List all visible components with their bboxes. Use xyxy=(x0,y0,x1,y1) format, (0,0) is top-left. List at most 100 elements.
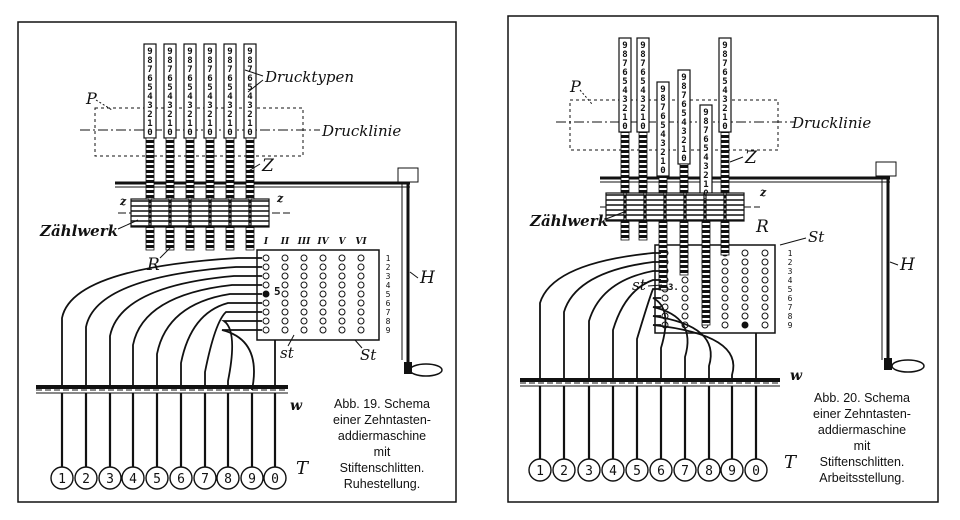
counter-gear xyxy=(665,192,685,222)
label-St: St xyxy=(360,346,377,364)
row-number: 8 xyxy=(788,312,793,321)
type-digit: 5 xyxy=(187,83,192,93)
key-lever-wire xyxy=(221,320,262,387)
key-cap[interactable] xyxy=(74,466,98,490)
key-cap[interactable] xyxy=(240,466,264,490)
type-digit: 7 xyxy=(622,59,627,69)
key-cap[interactable] xyxy=(744,458,768,482)
type-digit: 5 xyxy=(660,121,665,131)
key-cap[interactable] xyxy=(720,458,744,482)
type-digit: 8 xyxy=(147,56,152,66)
key-6[interactable]: 6 xyxy=(169,393,193,490)
key-1[interactable]: 1 xyxy=(528,386,552,482)
pin xyxy=(300,308,308,316)
pin xyxy=(319,326,327,334)
column-header: I xyxy=(263,237,269,247)
caption-line: Stiftenschlitten. xyxy=(340,461,425,475)
counter-gear xyxy=(705,192,725,222)
key-label: 3 xyxy=(106,472,114,487)
pin xyxy=(357,281,365,289)
type-digit: 9 xyxy=(247,47,252,57)
type-digit: 5 xyxy=(227,83,232,93)
key-cap[interactable] xyxy=(625,458,649,482)
key-1[interactable]: 1 xyxy=(50,393,74,490)
caption-line: addiermaschine xyxy=(338,429,426,443)
key-cap[interactable] xyxy=(145,466,169,490)
type-digit: 7 xyxy=(703,126,708,136)
key-cap[interactable] xyxy=(50,466,74,490)
pin xyxy=(300,272,308,280)
pin xyxy=(281,254,289,262)
type-digit: 1 xyxy=(227,119,232,129)
key-0[interactable]: 0 xyxy=(263,393,287,490)
pin xyxy=(741,312,749,320)
key-9[interactable]: 9 xyxy=(720,386,744,482)
type-digit: 9 xyxy=(207,47,212,57)
key-8[interactable]: 8 xyxy=(697,386,721,482)
type-digit: 2 xyxy=(681,136,686,146)
key-7[interactable]: 7 xyxy=(193,393,217,490)
key-6[interactable]: 6 xyxy=(649,386,673,482)
label-R: R xyxy=(146,255,160,275)
pin xyxy=(357,326,365,334)
key-4[interactable]: 4 xyxy=(121,393,145,490)
pin xyxy=(262,272,270,280)
label-z-right: z xyxy=(276,192,284,205)
key-9[interactable]: 9 xyxy=(240,393,264,490)
key-4[interactable]: 4 xyxy=(601,386,625,482)
key-8[interactable]: 8 xyxy=(216,393,240,490)
key-2[interactable]: 2 xyxy=(552,386,576,482)
key-3[interactable]: 3 xyxy=(577,386,601,482)
key-cap[interactable] xyxy=(577,458,601,482)
type-digit: 8 xyxy=(227,56,232,66)
pin xyxy=(721,321,729,329)
key-cap[interactable] xyxy=(121,466,145,490)
key-cap[interactable] xyxy=(263,466,287,490)
key-lever-wires xyxy=(61,257,276,391)
type-digit: 1 xyxy=(147,119,152,129)
key-cap[interactable] xyxy=(649,458,673,482)
type-digit: 7 xyxy=(207,65,212,75)
label-st: st xyxy=(632,276,647,294)
label-drucklinie: Drucklinie xyxy=(791,114,871,132)
key-cap[interactable] xyxy=(673,458,697,482)
key-cap[interactable] xyxy=(601,458,625,482)
type-digit: 1 xyxy=(187,119,192,129)
key-cap[interactable] xyxy=(697,458,721,482)
key-5[interactable]: 5 xyxy=(625,386,649,482)
key-5[interactable]: 5 xyxy=(145,393,169,490)
type-digit: 9 xyxy=(640,41,645,51)
key-cap[interactable] xyxy=(552,458,576,482)
key-cap[interactable] xyxy=(193,466,217,490)
pin xyxy=(300,263,308,271)
key-3[interactable]: 3 xyxy=(98,393,122,490)
pin xyxy=(357,290,365,298)
key-2[interactable]: 2 xyxy=(74,393,98,490)
counter-gear xyxy=(130,198,150,228)
label-zahlwerk: Zählwerk xyxy=(529,212,608,230)
pin xyxy=(281,290,289,298)
print-area-box xyxy=(569,99,779,151)
key-cap[interactable] xyxy=(98,466,122,490)
key-0[interactable]: 0 xyxy=(744,386,768,482)
key-cap[interactable] xyxy=(169,466,193,490)
label-H: H xyxy=(419,268,436,288)
pin xyxy=(741,267,749,275)
row-number: 8 xyxy=(386,317,391,326)
key-cap[interactable] xyxy=(216,466,240,490)
pin xyxy=(741,276,749,284)
type-digit: 1 xyxy=(722,113,727,123)
column-header: III xyxy=(297,237,311,247)
pin xyxy=(338,281,346,289)
type-digit: 9 xyxy=(722,41,727,51)
type-digit: 5 xyxy=(247,83,252,93)
pin xyxy=(721,312,729,320)
type-digit: 5 xyxy=(703,144,708,154)
key-cap[interactable] xyxy=(528,458,552,482)
key-7[interactable]: 7 xyxy=(673,386,697,482)
label-st: st xyxy=(280,344,295,362)
